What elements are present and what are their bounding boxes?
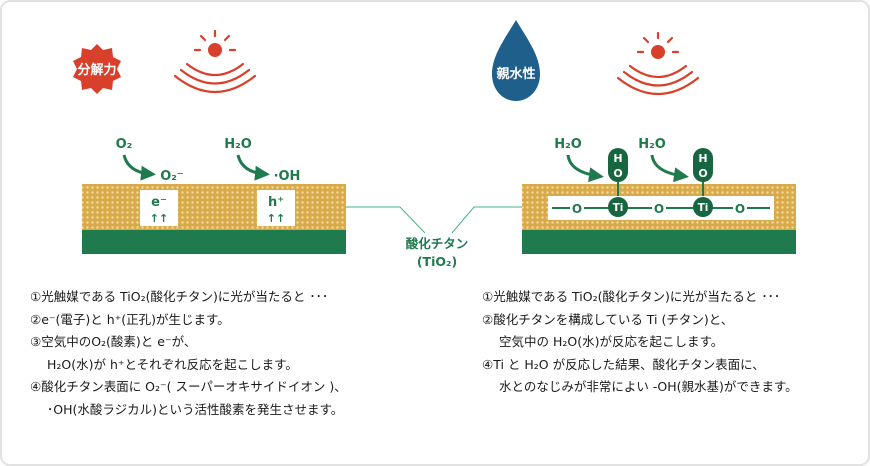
sun-icon xyxy=(173,29,257,94)
sun-icon xyxy=(616,31,700,96)
svg-text:O: O xyxy=(572,202,582,216)
o2-reaction-arrow xyxy=(122,154,156,181)
h2o-label-left: H₂O xyxy=(224,137,252,152)
titanium-oxide-formula: (TiO₂) xyxy=(417,254,457,269)
electron-label: e⁻ xyxy=(151,195,167,210)
electron-up-arrows: ↑↑ xyxy=(150,212,168,225)
titanium-oxide-label: 酸化チタン xyxy=(406,236,469,251)
description-line: ④Ti と H₂O が反応した結果、酸化チタン表面に、 xyxy=(482,356,765,372)
hydroxyl-group-1: H O Ti xyxy=(608,148,628,217)
hydrophilic-badge: 親水性 xyxy=(492,20,540,101)
description-line: 空気中の H₂O(水)が反応を起こします。 xyxy=(499,334,724,349)
svg-text:H: H xyxy=(698,152,707,165)
description-line: ①光触媒である TiO₂(酸化チタン)に光が当たると ･･･ xyxy=(30,289,329,304)
o2-minus-label: O₂⁻ xyxy=(160,169,184,184)
description-line: H₂O(水)が h⁺とそれぞれ反応を起こします。 xyxy=(47,356,298,372)
description-line: ③空気中のO₂(酸素)と e⁻が、 xyxy=(30,334,197,349)
o2-label: O₂ xyxy=(116,137,133,152)
left-connector-line xyxy=(346,206,426,234)
hole-up-arrows: ↑↑ xyxy=(267,212,285,225)
h2o-reaction-arrow xyxy=(236,154,270,181)
description-line: 水とのなじみが非常によい -OH(親水基)ができます。 xyxy=(499,379,798,394)
hydrophilic-badge-label: 親水性 xyxy=(496,66,535,82)
svg-text:Ti: Ti xyxy=(698,202,709,214)
oxygen-atom: O xyxy=(652,200,666,216)
description-line: ①光触媒である TiO₂(酸化チタン)に光が当たると ･･･ xyxy=(482,289,781,304)
oxygen-atom: O xyxy=(733,200,747,216)
right-layer-stack xyxy=(522,184,796,254)
oh-label: ·OH xyxy=(274,169,301,184)
svg-text:O: O xyxy=(613,167,622,180)
hole-label: h⁺ xyxy=(268,195,284,210)
decomposition-badge: 分解力 xyxy=(73,44,121,94)
h2o-arrow-2 xyxy=(650,154,689,183)
svg-text:O: O xyxy=(654,202,664,216)
oxygen-atom: O xyxy=(570,200,584,216)
h2o-label-right-1: H₂O xyxy=(554,137,582,152)
svg-text:O: O xyxy=(735,202,745,216)
decomposition-description: ①光触媒である TiO₂(酸化チタン)に光が当たると ･･･ ②e⁻(電子)と … xyxy=(30,286,347,421)
svg-text:H: H xyxy=(613,152,622,165)
svg-text:O: O xyxy=(698,167,707,180)
decomposition-badge-label: 分解力 xyxy=(77,62,116,78)
h2o-arrow-1 xyxy=(566,154,604,183)
h2o-label-right-2: H₂O xyxy=(638,137,666,152)
hydrophilic-description: ①光触媒である TiO₂(酸化チタン)に光が当たると ･･･ ②酸化チタンを構成… xyxy=(482,286,798,399)
hydroxyl-group-2: H O Ti xyxy=(693,148,713,217)
description-line: ②e⁻(電子)と h⁺(正孔)が生じます。 xyxy=(30,311,230,327)
description-line: ②酸化チタンを構成している Ti (チタン)と、 xyxy=(482,311,734,327)
right-connector-line xyxy=(451,206,522,234)
description-line: ④酸化チタン表面に O₂⁻( スーパーオキサイドイオン )、 xyxy=(30,379,347,394)
description-line: ･OH(水酸ラジカル)という活性酸素を発生させます。 xyxy=(47,401,344,417)
left-layer-stack xyxy=(82,184,346,254)
svg-text:Ti: Ti xyxy=(613,202,624,214)
